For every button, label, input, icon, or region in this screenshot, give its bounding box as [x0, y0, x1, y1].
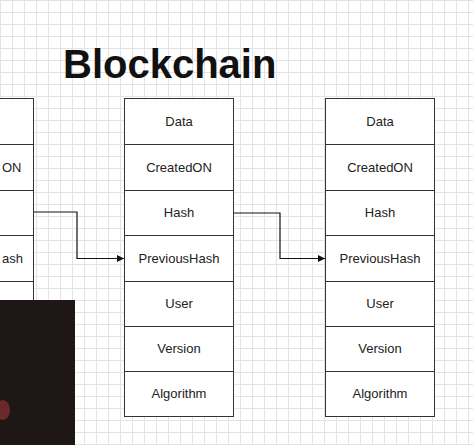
block-row	[0, 191, 33, 236]
block-row	[0, 99, 33, 145]
block-field: Hash	[325, 190, 435, 236]
block-field: CreatedON	[325, 144, 435, 191]
field-label: Data	[165, 114, 192, 130]
field-label: Algorithm	[353, 386, 408, 402]
block-field: Data	[325, 98, 435, 145]
field-label: PreviousHash	[139, 251, 220, 267]
block-field: Hash	[124, 190, 234, 236]
hash-link-arrow	[34, 212, 124, 259]
field-label: ash	[2, 236, 23, 282]
partial-block: ON ash	[0, 98, 34, 300]
block-field: PreviousHash	[124, 235, 234, 282]
field-label: User	[366, 296, 393, 312]
field-label: User	[165, 296, 192, 312]
webcam-glow	[0, 400, 10, 420]
field-label: ON	[2, 145, 22, 191]
field-label: Data	[366, 114, 393, 130]
webcam-frame	[0, 300, 75, 445]
block-field: PreviousHash	[325, 235, 435, 282]
block-field: User	[325, 281, 435, 327]
field-label: Algorithm	[152, 386, 207, 402]
field-label: Hash	[164, 205, 194, 221]
block-field: Algorithm	[325, 371, 435, 417]
field-label: Version	[358, 341, 401, 357]
block-field: CreatedON	[124, 144, 234, 191]
block-field: Version	[325, 326, 435, 372]
block-field: Version	[124, 326, 234, 372]
block-row	[0, 282, 33, 301]
field-label: CreatedON	[146, 160, 212, 176]
field-label: Hash	[365, 205, 395, 221]
field-label: CreatedON	[347, 160, 413, 176]
block-field: Algorithm	[124, 371, 234, 417]
webcam-shade	[0, 300, 75, 445]
diagram-title: Blockchain	[63, 40, 276, 88]
field-label: Version	[157, 341, 200, 357]
block-field: User	[124, 281, 234, 327]
block-field: Data	[124, 98, 234, 145]
field-label: PreviousHash	[340, 251, 421, 267]
hash-link-arrow	[234, 213, 325, 259]
